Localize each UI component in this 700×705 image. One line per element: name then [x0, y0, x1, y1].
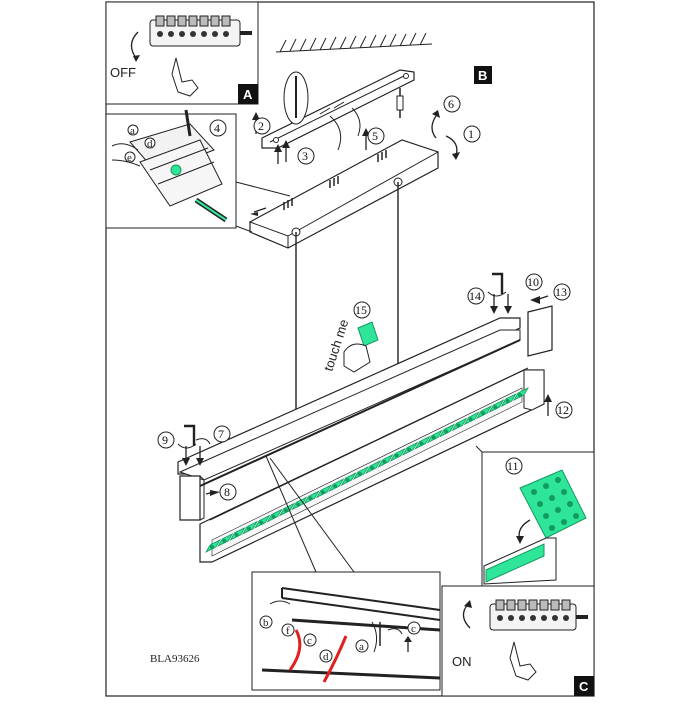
panel-led-detail: 11	[481, 451, 595, 589]
step-3-label: 3	[302, 149, 308, 163]
zoom-leader-4	[235, 181, 291, 197]
switch-off-text: OFF	[110, 65, 136, 80]
zoom-leader-3	[475, 445, 483, 453]
substep-a: a	[359, 641, 364, 653]
led-chip	[345, 478, 350, 483]
step-9-label: 9	[162, 433, 168, 447]
panel-c-label: C	[579, 679, 589, 694]
substep-e-wiring: e	[127, 152, 132, 164]
step-8-label: 8	[224, 485, 230, 499]
step-7-label: 7	[218, 427, 224, 441]
substep-b: b	[263, 617, 269, 629]
substep-c-right: c	[411, 623, 416, 635]
led-chip	[271, 514, 276, 519]
led-chip	[210, 545, 214, 549]
step-6-label: 6	[448, 97, 454, 111]
zoom-leader-1	[265, 455, 317, 573]
step-14-label: 14	[469, 289, 481, 303]
step-5-label: 5	[372, 129, 378, 143]
panel-a-label: A	[243, 87, 253, 102]
zoom-leader-2	[269, 457, 355, 573]
led-chip	[456, 423, 461, 428]
panel-c-switch-on: ON C	[441, 585, 595, 697]
led-chip	[444, 429, 449, 434]
canopy-group: 5 6 1	[248, 95, 481, 249]
led-chip	[222, 538, 227, 543]
led-chip	[481, 411, 486, 416]
step-10-label: 10	[527, 275, 539, 289]
left-screw-detail: 9 7	[157, 424, 231, 466]
led-modules	[204, 387, 530, 553]
step-13-label: 13	[555, 285, 567, 299]
model-code: BLA93626	[150, 653, 200, 665]
outer-frame	[105, 1, 595, 697]
led-chip	[320, 490, 325, 495]
substep-f: f	[286, 625, 290, 637]
led-chip	[468, 417, 473, 422]
touch-sensor-detail: 15 touch me	[321, 301, 379, 373]
led-chip	[234, 532, 239, 537]
led-chip	[394, 453, 399, 458]
led-chip	[493, 405, 498, 410]
step-15-label: 15	[355, 303, 367, 317]
led-chip	[407, 447, 412, 452]
led-chip	[518, 393, 522, 397]
panel-b-label: B	[478, 68, 487, 83]
led-chip	[296, 502, 301, 507]
led-chip	[505, 399, 510, 404]
switch-on-text: ON	[452, 654, 472, 669]
step-12-label: 12	[557, 403, 569, 417]
substep-a-wiring: a	[130, 125, 135, 137]
step-2-label: 2	[258, 119, 264, 133]
led-chip	[419, 441, 424, 446]
led-chip	[283, 508, 288, 513]
step-11-label: 11	[507, 459, 519, 473]
ceiling-mount-group: B 2 3	[252, 32, 492, 165]
zoom-leader-5	[235, 225, 253, 233]
step-4-label: 4	[214, 121, 220, 135]
panel-cable-detail: b f c d a c	[251, 571, 441, 691]
led-chip	[431, 435, 436, 440]
led-chip	[246, 526, 251, 531]
substep-d: d	[323, 651, 329, 663]
led-chip	[308, 496, 313, 501]
led-chip	[259, 520, 264, 525]
led-chip	[333, 484, 338, 489]
right-screw-detail: 14 10	[467, 272, 543, 314]
led-chip	[382, 459, 387, 464]
step-1-label: 1	[468, 127, 474, 141]
substep-d-wiring: d	[147, 138, 153, 150]
panel-wiring-detail: a d e 4	[105, 109, 237, 229]
led-chip	[357, 472, 362, 477]
panel-a-switch-off: OFF A	[105, 1, 259, 105]
substep-c-left: c	[307, 635, 312, 647]
led-chip	[370, 465, 375, 470]
